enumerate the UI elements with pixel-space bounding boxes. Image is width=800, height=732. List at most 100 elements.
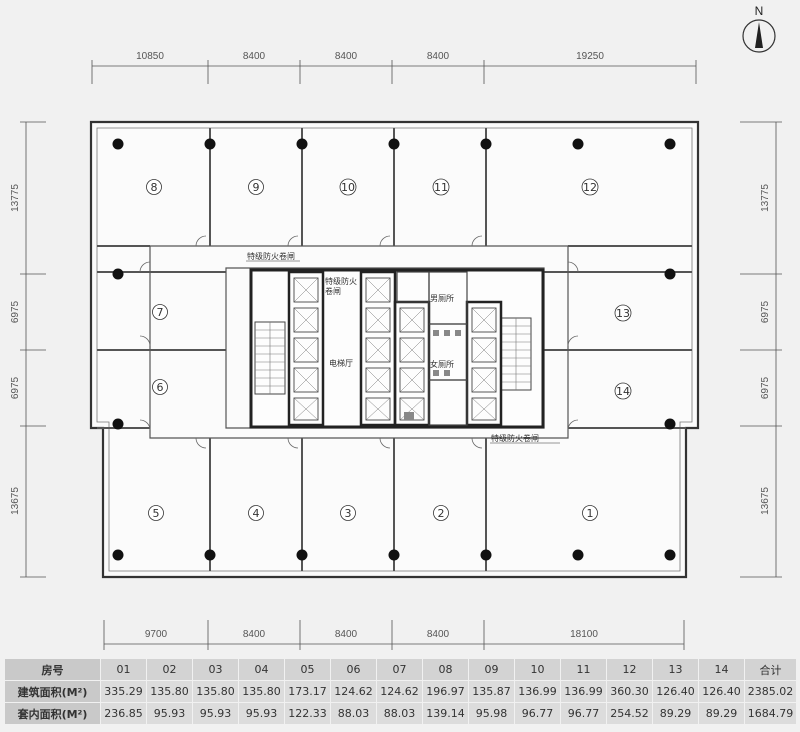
net-area-total: 1684.79: [744, 702, 797, 725]
room-no-header: 房号: [4, 658, 101, 681]
bottom-dim-1: 9700: [145, 629, 168, 640]
table-cell: 335.29: [100, 680, 147, 703]
right-dimension-line: [740, 121, 782, 578]
top-dimension-line: [91, 60, 697, 84]
building-core: [249, 268, 545, 429]
room-marker-14: 14: [614, 382, 632, 400]
room-marker-12: 12: [581, 178, 599, 196]
svg-text:7: 7: [157, 306, 164, 319]
room-marker-8: 8: [146, 179, 162, 195]
table-cell: 135.87: [468, 680, 515, 703]
room-marker-2: 2: [433, 505, 449, 521]
room-marker-9: 9: [248, 179, 264, 195]
room-marker-6: 6: [152, 379, 168, 395]
top-dim-1: 10850: [136, 51, 164, 62]
svg-text:8: 8: [151, 181, 158, 194]
fire-shutter-label-1: 特级防火卷闸: [247, 251, 295, 261]
right-dim-1: 13775: [760, 184, 771, 212]
table-cell: 89.29: [698, 702, 745, 725]
fire-shutter-label-2b: 卷闸: [325, 286, 341, 296]
svg-text:6: 6: [157, 381, 164, 394]
table-header-row: 房号 01 02 03 04 05 06 07 08 09 10 11 12 1…: [4, 658, 797, 681]
table-row: 建筑面积(M²) 335.29 135.80 135.80 135.80 173…: [4, 680, 797, 703]
area-table: 房号 01 02 03 04 05 06 07 08 09 10 11 12 1…: [4, 658, 797, 725]
top-dim-4: 8400: [427, 51, 450, 62]
table-cell: 126.40: [698, 680, 745, 703]
women-restroom-label: 女厕所: [430, 359, 454, 369]
table-cell: 135.80: [238, 680, 285, 703]
svg-text:9: 9: [253, 181, 260, 194]
table-cell: 122.33: [284, 702, 331, 725]
room-col-08: 08: [422, 658, 469, 681]
table-cell: 88.03: [376, 702, 423, 725]
bottom-dim-5: 18100: [570, 629, 598, 640]
floor-plan: N 10850 8400 8400 8400 19250 9700 8400 8…: [10, 4, 782, 650]
table-cell: 196.97: [422, 680, 469, 703]
table-cell: 136.99: [514, 680, 561, 703]
room-col-05: 05: [284, 658, 331, 681]
bottom-dim-4: 8400: [427, 629, 450, 640]
left-dim-4: 13675: [10, 487, 21, 515]
room-col-06: 06: [330, 658, 377, 681]
bottom-dimension-line: [103, 620, 685, 650]
svg-text:12: 12: [583, 181, 597, 194]
svg-text:3: 3: [345, 507, 352, 520]
svg-text:10: 10: [341, 181, 355, 194]
structural-columns: [112, 138, 676, 561]
left-dim-3: 6975: [10, 376, 21, 399]
net-area-label: 套内面积(M²): [4, 702, 101, 725]
table-cell: 95.98: [468, 702, 515, 725]
room-marker-13: 13: [614, 304, 632, 322]
room-marker-7: 7: [152, 304, 168, 320]
svg-text:1: 1: [587, 507, 594, 520]
gross-area-total: 2385.02: [744, 680, 797, 703]
svg-text:4: 4: [253, 507, 260, 520]
table-cell: 173.17: [284, 680, 331, 703]
total-header: 合计: [744, 658, 797, 681]
fire-shutter-label-2a: 特级防火: [325, 276, 357, 286]
svg-text:5: 5: [153, 507, 160, 520]
table-cell: 139.14: [422, 702, 469, 725]
right-dim-4: 13675: [760, 487, 771, 515]
room-col-11: 11: [560, 658, 607, 681]
gross-area-label: 建筑面积(M²): [4, 680, 101, 703]
table-cell: 95.93: [192, 702, 239, 725]
table-cell: 124.62: [376, 680, 423, 703]
room-col-12: 12: [606, 658, 653, 681]
room-marker-4: 4: [248, 505, 264, 521]
table-cell: 89.29: [652, 702, 699, 725]
room-col-10: 10: [514, 658, 561, 681]
room-marker-10: 10: [339, 178, 357, 196]
table-cell: 254.52: [606, 702, 653, 725]
north-compass: N: [742, 4, 776, 53]
top-dim-5: 19250: [576, 51, 604, 62]
right-dim-3: 6975: [760, 376, 771, 399]
svg-text:11: 11: [434, 181, 448, 194]
left-dim-1: 13775: [10, 184, 21, 212]
table-cell: 126.40: [652, 680, 699, 703]
table-cell: 124.62: [330, 680, 377, 703]
room-marker-5: 5: [148, 505, 164, 521]
left-dim-2: 6975: [10, 300, 21, 323]
doors: [139, 235, 579, 449]
table-cell: 236.85: [100, 702, 147, 725]
room-col-03: 03: [192, 658, 239, 681]
svg-text:13: 13: [616, 307, 630, 320]
right-dim-2: 6975: [760, 300, 771, 323]
bottom-dim-2: 8400: [243, 629, 266, 640]
room-col-09: 09: [468, 658, 515, 681]
room-col-02: 02: [146, 658, 193, 681]
top-dim-3: 8400: [335, 51, 358, 62]
table-cell: 135.80: [146, 680, 193, 703]
room-col-14: 14: [698, 658, 745, 681]
table-cell: 95.93: [146, 702, 193, 725]
room-marker-1: 1: [582, 505, 598, 521]
room-col-13: 13: [652, 658, 699, 681]
north-label: N: [755, 4, 764, 18]
table-cell: 360.30: [606, 680, 653, 703]
fire-shutter-label-3: 特级防火卷闸: [491, 433, 539, 443]
table-cell: 95.93: [238, 702, 285, 725]
elevator-lobby-label: 电梯厅: [329, 358, 353, 368]
room-marker-3: 3: [340, 505, 356, 521]
room-col-04: 04: [238, 658, 285, 681]
